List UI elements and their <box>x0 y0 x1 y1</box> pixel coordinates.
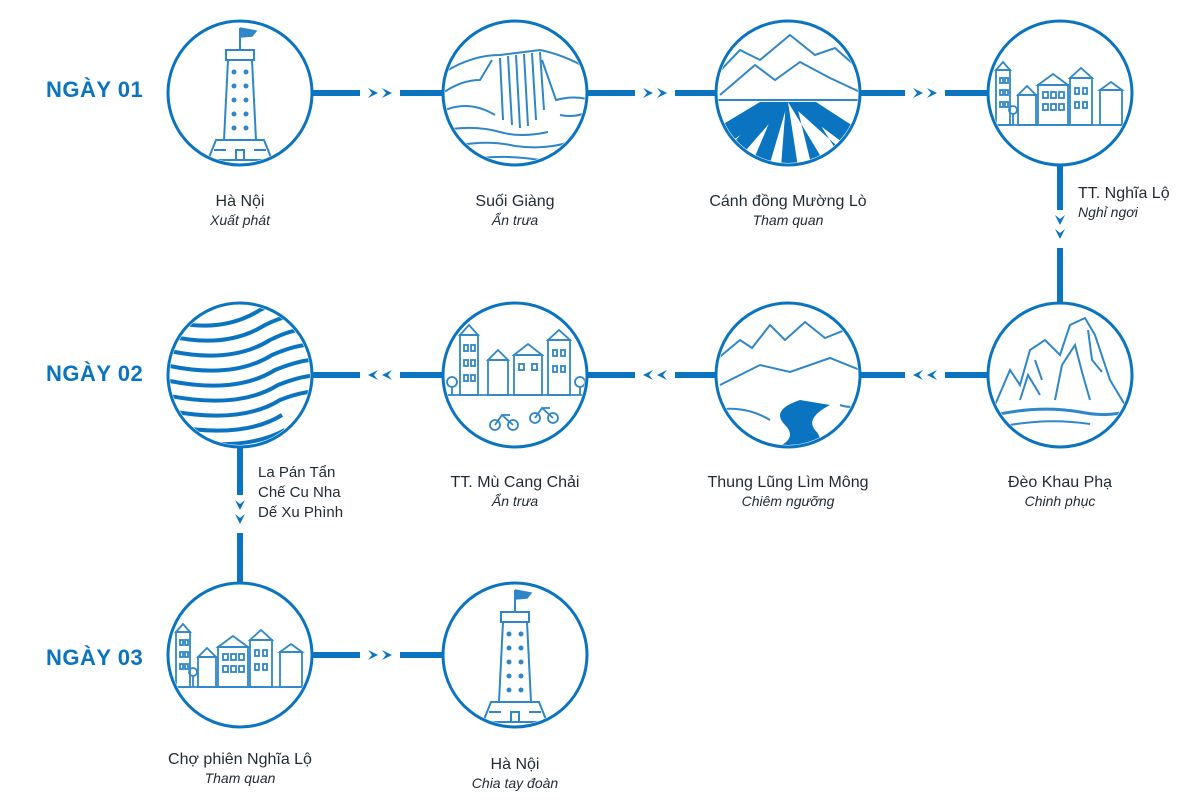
stop-label-2: Suối Giàng Ẩn trưa <box>395 192 635 230</box>
chevron-down-icon <box>235 514 245 524</box>
stop-label-3: Cánh đồng Mường Lò Tham quan <box>668 192 908 230</box>
town-icon <box>990 60 1130 126</box>
stop-name: Cánh đồng Mường Lò <box>709 193 867 210</box>
chevron-right-icon <box>913 88 923 98</box>
stop-label-1: Hà Nội Xuất phát <box>120 192 360 230</box>
stop-circle-9 <box>166 581 314 729</box>
stop-note: Chia tay đoàn <box>471 775 559 791</box>
stop-note: Tham quan <box>204 770 276 786</box>
stop-note: Chinh phục <box>1024 493 1096 509</box>
stop-label-4: TT. Nghĩa Lộ Nghỉ ngơi <box>1078 184 1200 222</box>
day-label-2: NGÀY 02 <box>46 361 144 386</box>
karst-mountain-icon <box>994 316 1130 426</box>
stop-note: Tham quan <box>752 212 824 228</box>
stop-circle-7 <box>441 301 589 449</box>
stop-name: Thung Lũng Lìm Mông <box>707 474 869 491</box>
chevron-left-icon <box>657 370 667 380</box>
stop-note: Chiêm ngưỡng <box>741 493 835 509</box>
chevron-left-icon <box>643 370 653 380</box>
stop-name: Hà Nội <box>215 193 265 210</box>
chevron-right-icon <box>643 88 653 98</box>
town-icon <box>170 622 310 688</box>
chevron-left-icon <box>927 370 937 380</box>
chevron-left-icon <box>368 370 378 380</box>
stop-circle-2 <box>441 19 589 167</box>
chevron-right-icon <box>382 650 392 660</box>
chevron-left-icon <box>382 370 392 380</box>
via-item: La Pán Tẩn <box>258 464 336 481</box>
stop-circle-10 <box>441 581 589 729</box>
stop-circle-4 <box>986 19 1134 167</box>
stop-label-7: TT. Mù Cang Chải Ẩn trưa <box>395 473 635 511</box>
waterfall-icon <box>445 48 585 161</box>
via-item: Chế Cu Nha <box>258 484 341 501</box>
stop-name: Đèo Khau Phạ <box>1007 474 1113 491</box>
stop-label-5: Đèo Khau Phạ Chinh phục <box>940 473 1180 511</box>
day-label-1: NGÀY 01 <box>46 77 144 102</box>
via-item: Dế Xu Phình <box>258 504 344 521</box>
stop-note: Nghỉ ngơi <box>1078 204 1138 220</box>
chevron-down-icon <box>235 500 245 510</box>
chevron-right-icon <box>368 650 378 660</box>
stop-note: Ẩn trưa <box>491 212 539 228</box>
chevron-right-icon <box>657 88 667 98</box>
chevron-right-icon <box>382 88 392 98</box>
stop-label-9: Chợ phiên Nghĩa Lộ Tham quan <box>120 750 360 788</box>
stop-note: Xuất phát <box>210 212 270 228</box>
stop-note: Ẩn trưa <box>491 493 539 509</box>
stop-name: TT. Nghĩa Lộ <box>1078 185 1170 202</box>
chevron-down-icon <box>1055 229 1065 239</box>
chevron-left-icon <box>913 370 923 380</box>
stop-label-6: Thung Lũng Lìm Mông Chiêm ngưỡng <box>668 473 908 511</box>
via-list: La Pán Tẩn Chế Cu Nha Dế Xu Phình <box>258 463 343 523</box>
chevron-down-icon <box>1055 215 1065 225</box>
stop-label-10: Hà Nội Chia tay đoàn <box>395 755 635 793</box>
lighthouse-icon <box>481 589 549 723</box>
chevron-right-icon <box>368 88 378 98</box>
stop-circle-8 <box>166 301 314 449</box>
stop-circle-1 <box>166 19 314 167</box>
stop-name: Hà Nội <box>490 756 540 773</box>
chevron-right-icon <box>927 88 937 98</box>
stop-name: Suối Giàng <box>475 193 555 210</box>
town-bikes-icon <box>445 323 585 431</box>
stop-name: TT. Mù Cang Chải <box>450 474 580 491</box>
stop-name: Chợ phiên Nghĩa Lộ <box>168 751 312 768</box>
day-label-3: NGÀY 03 <box>46 645 144 670</box>
lighthouse-icon <box>206 27 274 161</box>
